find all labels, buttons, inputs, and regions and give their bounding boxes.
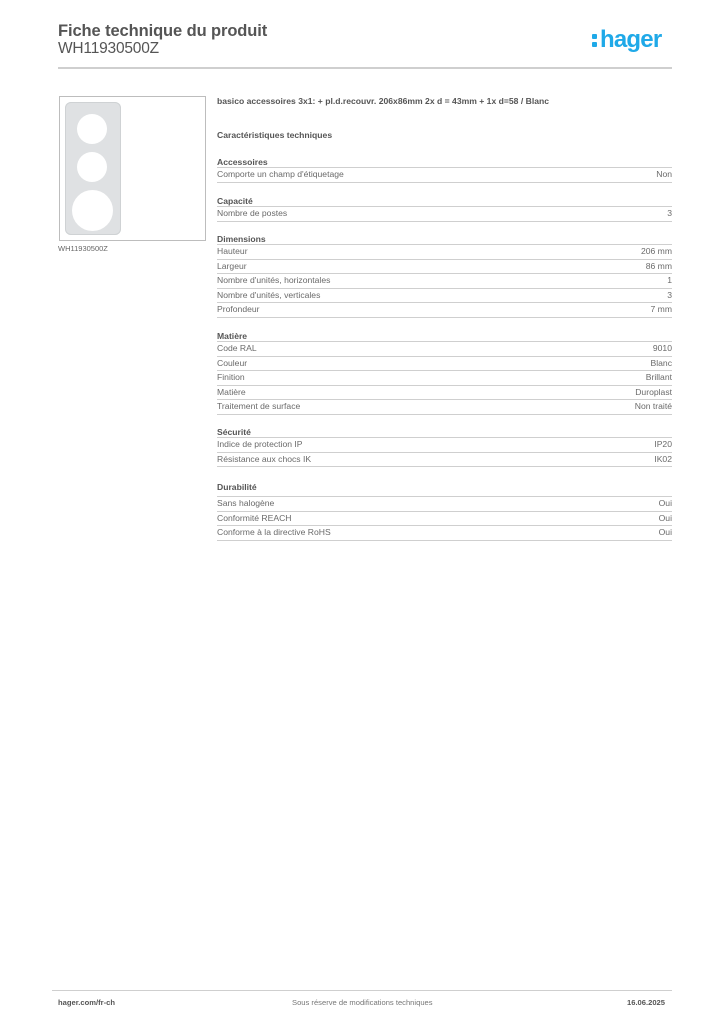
spec-label: Comporte un champ d'étiquetage [217,169,344,179]
spec-label: Nombre d'unités, verticales [217,289,321,300]
spec-row: Conformité REACH Oui [217,512,672,526]
spec-value: 3 [667,208,672,218]
spec-value: IP20 [654,439,672,449]
spec-value: 9010 [652,343,672,353]
spec-row: Sans halogène Oui [217,497,672,512]
image-caption: WH11930500Z [58,244,108,253]
footer-date: 16.06.2025 [627,998,666,1007]
spec-label: Nombre de postes [217,208,288,218]
spec-value: 86 mm [645,260,672,271]
spec-value: Duroplast [635,386,672,397]
spec-row: Nombre d'unités, horizontales 1 [217,274,672,289]
spec-group-accessoires: Accessoires Comporte un champ d'étiqueta… [217,156,672,183]
spec-row: Finition Brillant [217,371,672,386]
spec-row: Conforme à la directive RoHS Oui [217,526,672,541]
spec-value: 206 mm [640,246,672,256]
spec-group-capacite: Capacité Nombre de postes 3 [217,195,672,222]
group-title: Matière [217,330,672,342]
spec-label: Conformité REACH [217,512,292,523]
spec-row: Hauteur 206 mm [217,245,672,260]
spec-value: 7 mm [650,304,672,314]
spec-label: Sans halogène [217,498,275,508]
spec-row: Nombre de postes 3 [217,207,672,222]
logo-colon-icon [592,32,599,48]
footer-divider [52,990,672,991]
spec-group-matiere: Matière Code RAL 9010 Couleur Blanc Finiti… [217,330,672,415]
group-title: Sécurité [217,426,672,438]
spec-value: Non traité [634,401,672,411]
plate-hole-large [72,190,113,231]
spec-value: IK02 [654,453,672,464]
group-title: Dimensions [217,233,672,245]
spec-label: Nombre d'unités, horizontales [217,275,331,285]
spec-row: Indice de protection IP IP20 [217,438,672,453]
spec-label: Conforme à la directive RoHS [217,527,331,537]
footer-website-link[interactable]: hager.com/fr-ch [58,998,115,1007]
spec-value: Oui [658,498,672,508]
spec-value: Non [656,169,672,179]
spec-group-dimensions: Dimensions Hauteur 206 mm Largeur 86 mm No… [217,233,672,318]
spec-value: Blanc [650,357,673,368]
spec-value: Oui [658,512,672,523]
group-title: Durabilité [217,481,672,497]
spec-label: Hauteur [217,246,248,256]
spec-row: Matière Duroplast [217,386,672,400]
product-description: basico accessoires 3x1: + pl.d.recouvr. … [217,96,550,106]
spec-group-securite: Sécurité Indice de protection IP IP20 Rés… [217,426,672,467]
spec-row: Nombre d'unités, verticales 3 [217,289,672,303]
footer-disclaimer: Sous réserve de modifications techniques [292,998,433,1007]
spec-row: Profondeur 7 mm [217,303,672,318]
logo-text: hager [600,26,662,53]
spec-label: Profondeur [217,304,260,314]
spec-label: Couleur [217,357,248,368]
specs-title: Caractéristiques techniques [217,130,333,140]
spec-label: Finition [217,372,245,382]
product-image [59,96,206,241]
spec-row: Résistance aux chocs IK IK02 [217,453,672,467]
spec-label: Résistance aux chocs IK [217,453,312,464]
plate-hole-small-2 [77,152,107,182]
page-title: Fiche technique du produit [58,22,268,40]
product-code: WH11930500Z [58,40,159,57]
spec-value: Oui [658,527,672,537]
hager-logo: hager [592,26,662,54]
plate-hole-small-1 [77,114,107,144]
spec-label: Traitement de surface [217,401,301,411]
spec-value: Brillant [645,372,672,382]
header-divider [58,67,672,69]
spec-label: Matière [217,386,246,397]
spec-label: Code RAL [217,343,257,353]
spec-row: Traitement de surface Non traité [217,400,672,415]
spec-row: Couleur Blanc [217,357,673,371]
group-title: Capacité [217,195,672,207]
spec-label: Largeur [217,260,247,271]
spec-row: Code RAL 9010 [217,342,672,357]
spec-value: 3 [667,289,672,300]
spec-value: 1 [667,275,672,285]
spec-label: Indice de protection IP [217,439,303,449]
group-title: Accessoires [217,156,672,168]
spec-row: Comporte un champ d'étiquetage Non [217,168,672,183]
spec-row: Largeur 86 mm [217,260,672,274]
cover-plate-icon [65,102,121,235]
